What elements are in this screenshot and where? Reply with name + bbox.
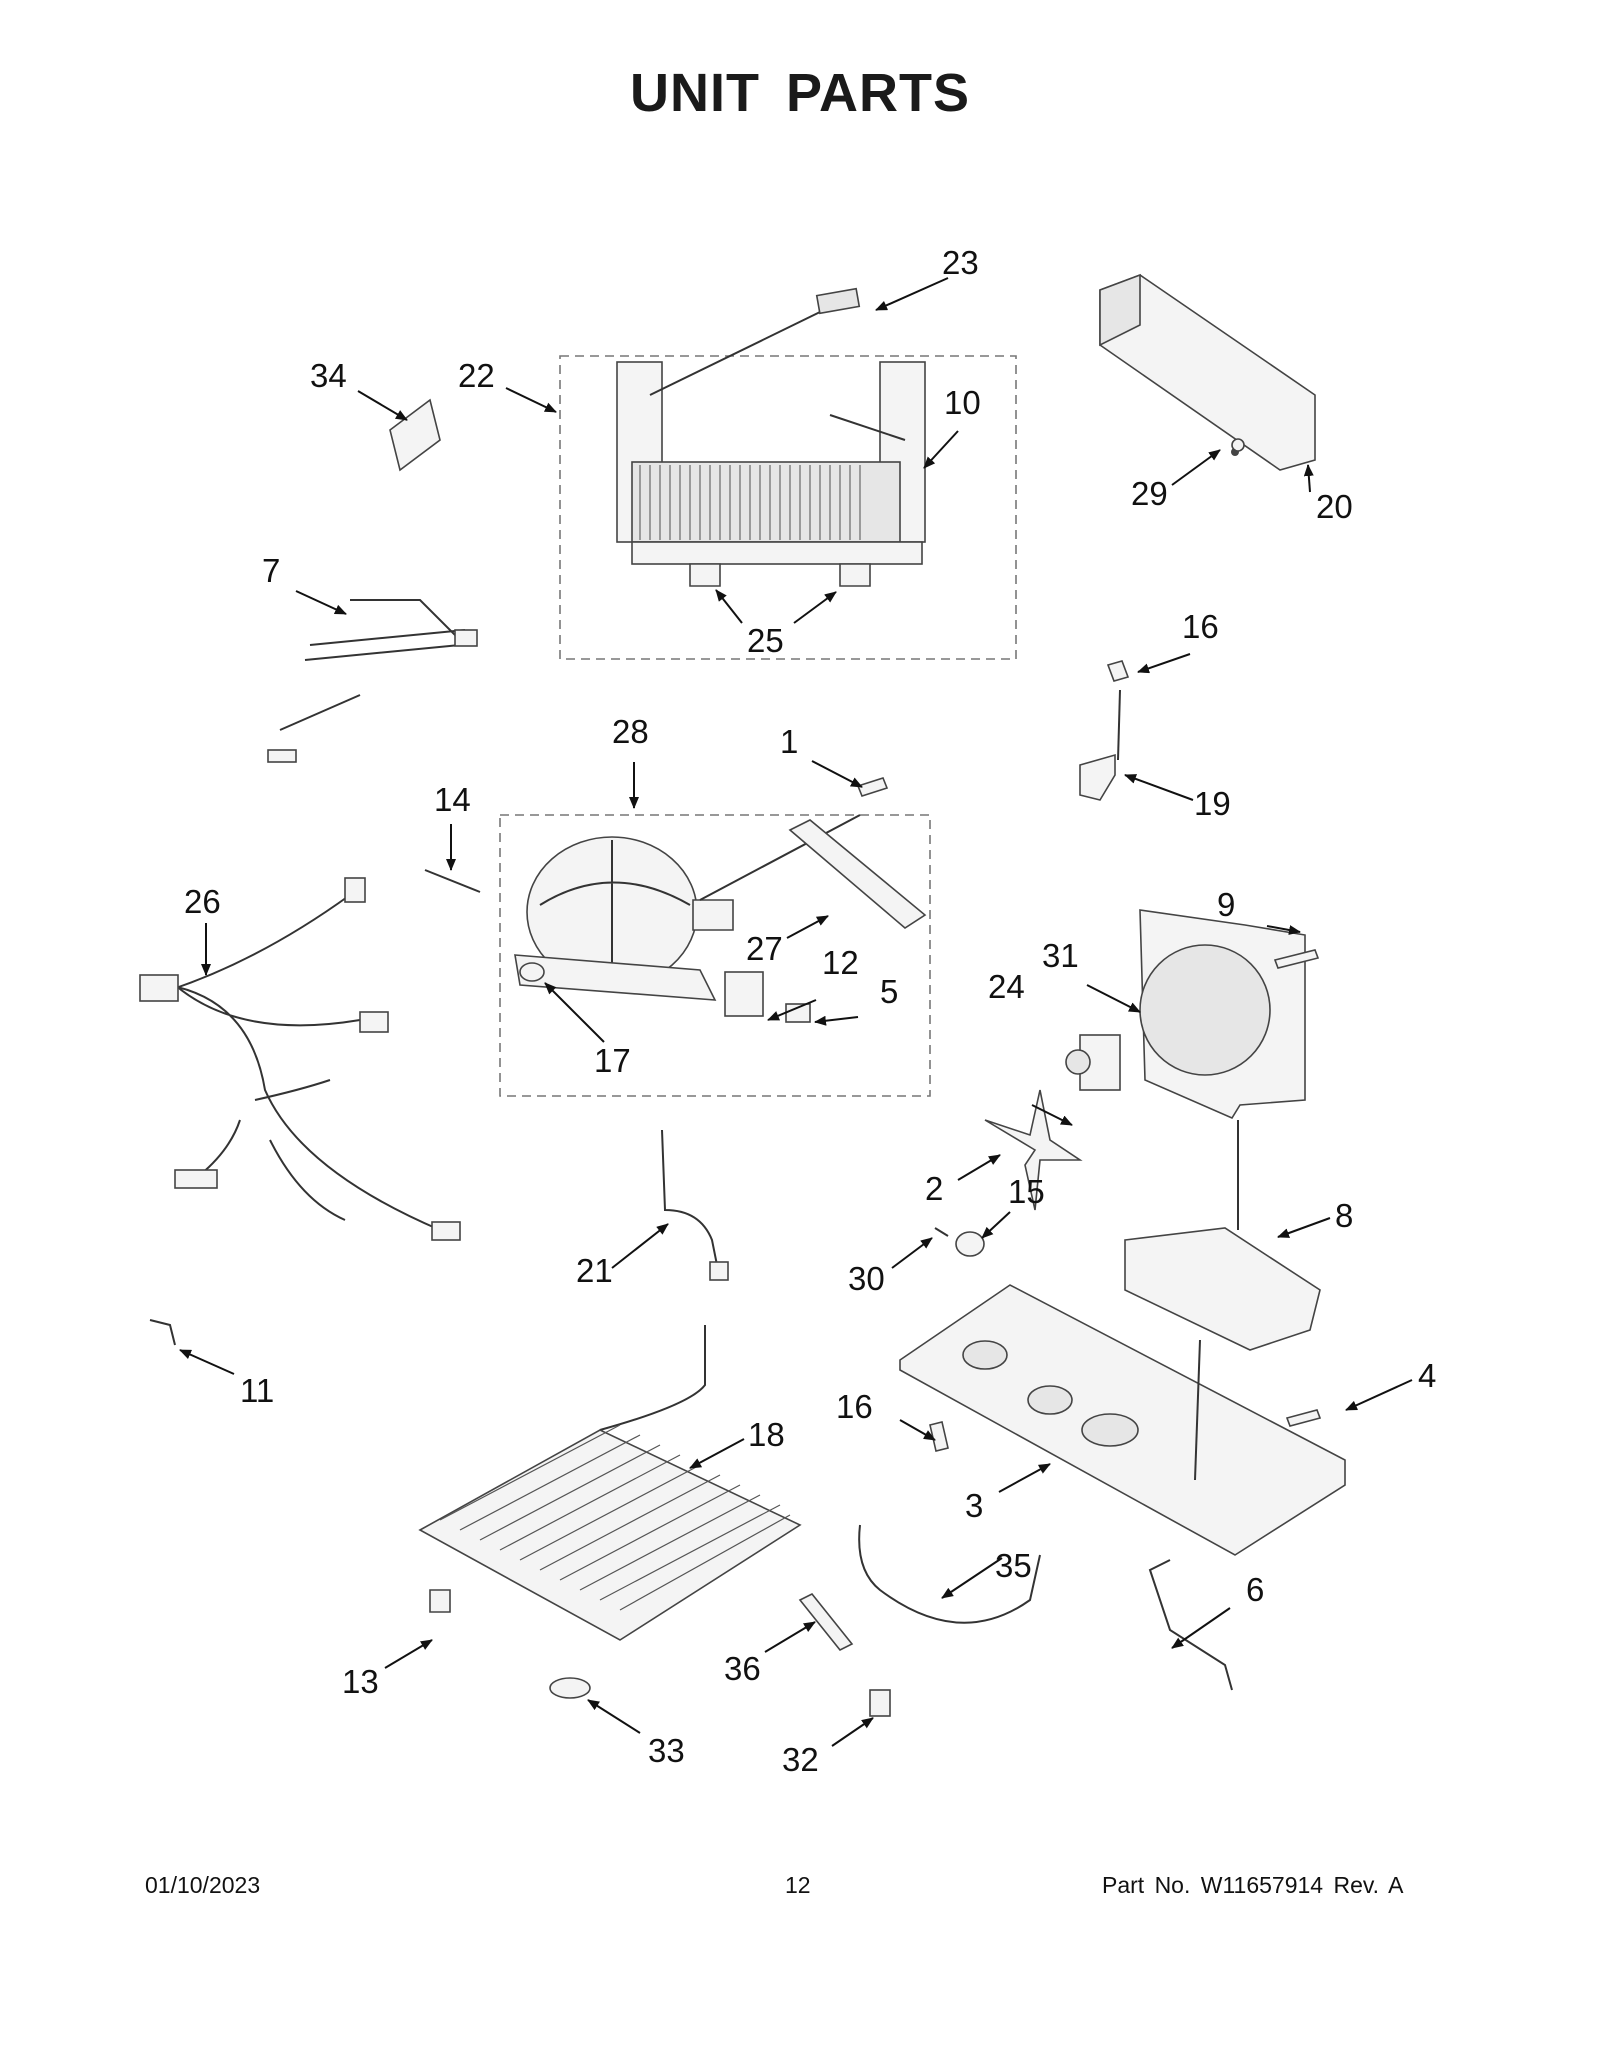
callout-5: 5 <box>880 973 898 1010</box>
callout-labels: 23 22 34 10 25 29 20 7 16 19 28 1 14 26 … <box>184 244 1436 1778</box>
callout-32: 32 <box>782 1741 819 1778</box>
screw-16-bottom-part <box>929 1421 949 1452</box>
callout-30: 30 <box>848 1260 885 1297</box>
screw-1-part <box>856 777 889 797</box>
callout-6: 6 <box>1246 1571 1264 1608</box>
callout-11: 11 <box>240 1372 274 1409</box>
callout-15: 15 <box>1008 1173 1045 1210</box>
callout-7: 7 <box>262 552 280 589</box>
fan-bracket-part <box>1124 1120 1321 1351</box>
callout-20: 20 <box>1316 488 1353 525</box>
wire-harness-7 <box>267 599 478 763</box>
fan-blade-part <box>984 1089 1083 1211</box>
compressor-assembly-box <box>499 814 931 1097</box>
footer-page-number: 12 <box>785 1872 811 1898</box>
callout-34: 34 <box>310 357 347 394</box>
bracket-19-part <box>1079 689 1121 801</box>
wire-6-part <box>1148 1559 1233 1691</box>
pin-30-part <box>934 1227 949 1237</box>
callout-14: 14 <box>434 781 471 818</box>
clip-13-part <box>429 1589 451 1613</box>
leader-arrows <box>179 277 1413 1747</box>
clip-11-part <box>149 1319 176 1346</box>
drain-tube-35-part <box>858 1524 1041 1624</box>
callout-4: 4 <box>1418 1357 1436 1394</box>
duct-cover-part <box>1099 273 1316 471</box>
callout-29: 29 <box>1131 475 1168 512</box>
filter-drier-part <box>788 819 927 929</box>
callout-1: 1 <box>780 723 798 760</box>
screw-9-part <box>1273 949 1320 969</box>
callout-27: 27 <box>746 930 783 967</box>
callout-17: 17 <box>594 1042 631 1079</box>
callout-16a: 16 <box>1182 608 1219 645</box>
callout-24: 24 <box>988 968 1025 1005</box>
evaporator-part <box>418 1325 802 1641</box>
screw-16-top-part <box>1106 660 1130 682</box>
condenser-assembly-box <box>559 355 1017 660</box>
grommet-17-part <box>519 962 545 982</box>
callout-3: 3 <box>965 1487 983 1524</box>
callout-2: 2 <box>925 1170 943 1207</box>
screw-4-part <box>1285 1409 1322 1427</box>
callout-31: 31 <box>1042 937 1079 974</box>
callout-22: 22 <box>458 357 495 394</box>
footer-date: 01/10/2023 <box>145 1872 261 1898</box>
wire-harness-26 <box>139 877 461 1241</box>
callout-21: 21 <box>576 1252 613 1289</box>
relay-12-part <box>724 971 764 1017</box>
fan-motor-part <box>1065 1034 1121 1091</box>
compressor-part <box>514 814 861 1001</box>
control-board-part <box>389 398 441 472</box>
callout-36: 36 <box>724 1650 761 1687</box>
callout-13: 13 <box>342 1663 379 1700</box>
callout-33: 33 <box>648 1732 685 1769</box>
callout-10: 10 <box>944 384 981 421</box>
callout-12: 12 <box>822 944 859 981</box>
heater-clip-33-part <box>549 1677 591 1699</box>
condenser-assembly <box>616 287 926 587</box>
screw-29-part <box>1231 438 1245 452</box>
fan-shroud-part <box>1139 909 1306 1120</box>
callout-9: 9 <box>1217 886 1235 923</box>
callout-25: 25 <box>747 622 784 659</box>
callout-26: 26 <box>184 883 221 920</box>
retainer-15-part <box>955 1231 985 1257</box>
sleeve-36-part <box>798 1592 854 1652</box>
callout-35: 35 <box>995 1547 1032 1584</box>
strap-14-part <box>424 869 481 893</box>
base-plate-part <box>899 1284 1346 1556</box>
page-title: UNIT PARTS <box>630 63 970 123</box>
callout-28: 28 <box>612 713 649 750</box>
callout-19: 19 <box>1194 785 1231 822</box>
callout-18: 18 <box>748 1416 785 1453</box>
callout-23: 23 <box>942 244 979 281</box>
callout-16b: 16 <box>836 1388 873 1425</box>
footer-part-number: Part No. W11657914 Rev. A <box>1102 1872 1404 1898</box>
tube-21-part <box>661 1129 729 1281</box>
cap-32-part <box>869 1689 891 1717</box>
callout-8: 8 <box>1335 1197 1353 1234</box>
